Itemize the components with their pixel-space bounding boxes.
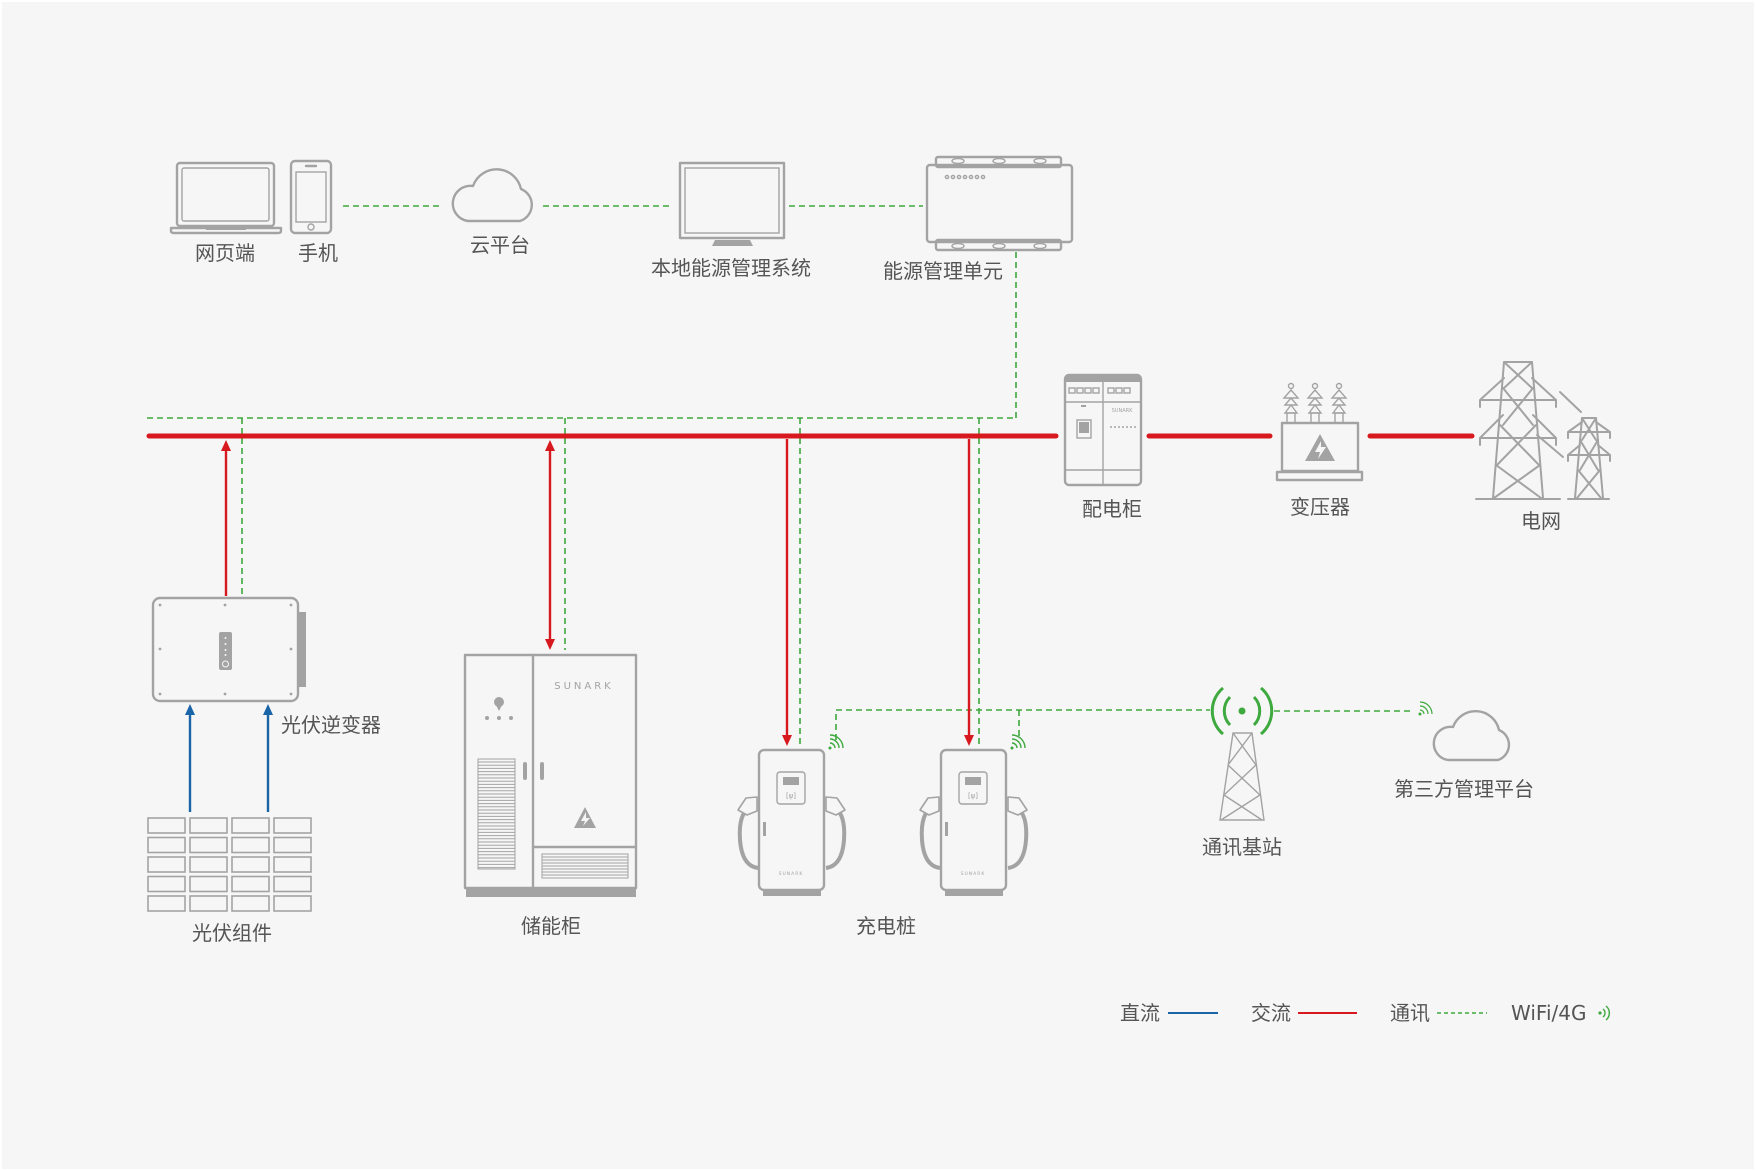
arrow-up-icon: [221, 440, 231, 451]
solar-cell: [189, 836, 228, 854]
arrow-up-icon: [263, 704, 273, 715]
solar-cell: [231, 817, 270, 834]
solar-cell: [273, 875, 312, 893]
solar-cell: [231, 836, 270, 854]
solar-cell: [189, 856, 228, 873]
distribution-cabinet-icon[interactable]: SUNARK: [1063, 373, 1143, 487]
svg-text:SUNARK: SUNARK: [1112, 408, 1133, 414]
solar-cell: [147, 875, 186, 893]
cloud-icon[interactable]: [451, 168, 533, 223]
label-phone: 手机: [298, 241, 338, 265]
arrow-down-icon: [782, 735, 792, 746]
ac-lines: [146, 433, 1475, 746]
solar-cell: [273, 895, 312, 912]
ev-charger-icon[interactable]: [ψ] SUNARK: [919, 748, 1029, 896]
solar-cell: [189, 875, 228, 893]
transmission-tower-icon[interactable]: [1475, 361, 1611, 500]
wireless-link-charger-1: [835, 709, 1210, 740]
legend-graphics: [1168, 1005, 1610, 1021]
cloud-icon[interactable]: [1432, 710, 1511, 762]
arrow-down-icon: [545, 639, 555, 650]
label-local-ems: 本地能源管理系统: [651, 256, 811, 280]
communication-lines: [147, 205, 1412, 748]
legend-comm-label: 通讯: [1390, 1001, 1430, 1025]
legend-wireless-label: WiFi/4G: [1511, 1001, 1587, 1025]
smartphone-icon[interactable]: [289, 159, 333, 235]
label-transformer: 变压器: [1290, 495, 1350, 519]
label-pv-modules: 光伏组件: [192, 921, 272, 945]
solar-cell: [231, 856, 270, 873]
solar-cell: [147, 817, 186, 834]
label-emu: 能源管理单元: [883, 259, 1003, 283]
wifi-icon: [828, 734, 844, 750]
svg-text:[ψ]: [ψ]: [968, 792, 978, 800]
solar-cell: [273, 856, 312, 873]
inverter-icon[interactable]: [151, 596, 306, 703]
solar-cell: [189, 895, 228, 912]
label-web: 网页端: [195, 241, 255, 265]
legend-ac-label: 交流: [1251, 1001, 1291, 1025]
monitor-icon[interactable]: [678, 161, 786, 246]
solar-cell: [273, 836, 312, 854]
solar-cell: [273, 817, 312, 834]
arrow-down-icon: [964, 735, 974, 746]
label-grid: 电网: [1521, 509, 1561, 533]
dc-lines: [185, 704, 273, 812]
energy-management-unit-icon[interactable]: [925, 155, 1074, 252]
solar-cell: [147, 836, 186, 854]
wifi-icon: [1418, 701, 1433, 716]
wifi-icon: [1010, 734, 1026, 750]
transformer-icon[interactable]: [1275, 382, 1364, 482]
storage-cabinet-icon[interactable]: SUNARK: [463, 653, 638, 897]
brand-logo: SUNARK: [961, 871, 986, 877]
cell-tower-icon[interactable]: [1210, 686, 1274, 821]
brand-logo: SUNARK: [554, 681, 614, 692]
label-pv-inverter: 光伏逆变器: [281, 713, 381, 737]
label-distribution-cabinet: 配电柜: [1082, 497, 1142, 521]
svg-text:[ψ]: [ψ]: [786, 792, 796, 800]
arrow-up-icon: [185, 704, 195, 715]
label-cloud-platform: 云平台: [470, 233, 530, 257]
solar-cell: [147, 895, 186, 912]
solar-cell: [189, 817, 228, 834]
solar-panel-icon[interactable]: [147, 817, 312, 912]
solar-cell: [231, 895, 270, 912]
label-third-party-platform: 第三方管理平台: [1394, 777, 1534, 801]
solar-cell: [147, 856, 186, 873]
solar-cell: [231, 875, 270, 893]
arrow-up-icon: [545, 440, 555, 451]
label-storage-cabinet: 储能柜: [521, 914, 581, 938]
legend-dc-label: 直流: [1120, 1001, 1160, 1025]
label-chargers: 充电桩: [856, 914, 916, 938]
ev-charger-icon[interactable]: [ψ] SUNARK: [737, 748, 847, 896]
laptop-icon[interactable]: [169, 161, 283, 235]
label-base-station: 通讯基站: [1202, 835, 1282, 859]
brand-logo: SUNARK: [779, 871, 804, 877]
wifi-icon: [1598, 1005, 1610, 1021]
